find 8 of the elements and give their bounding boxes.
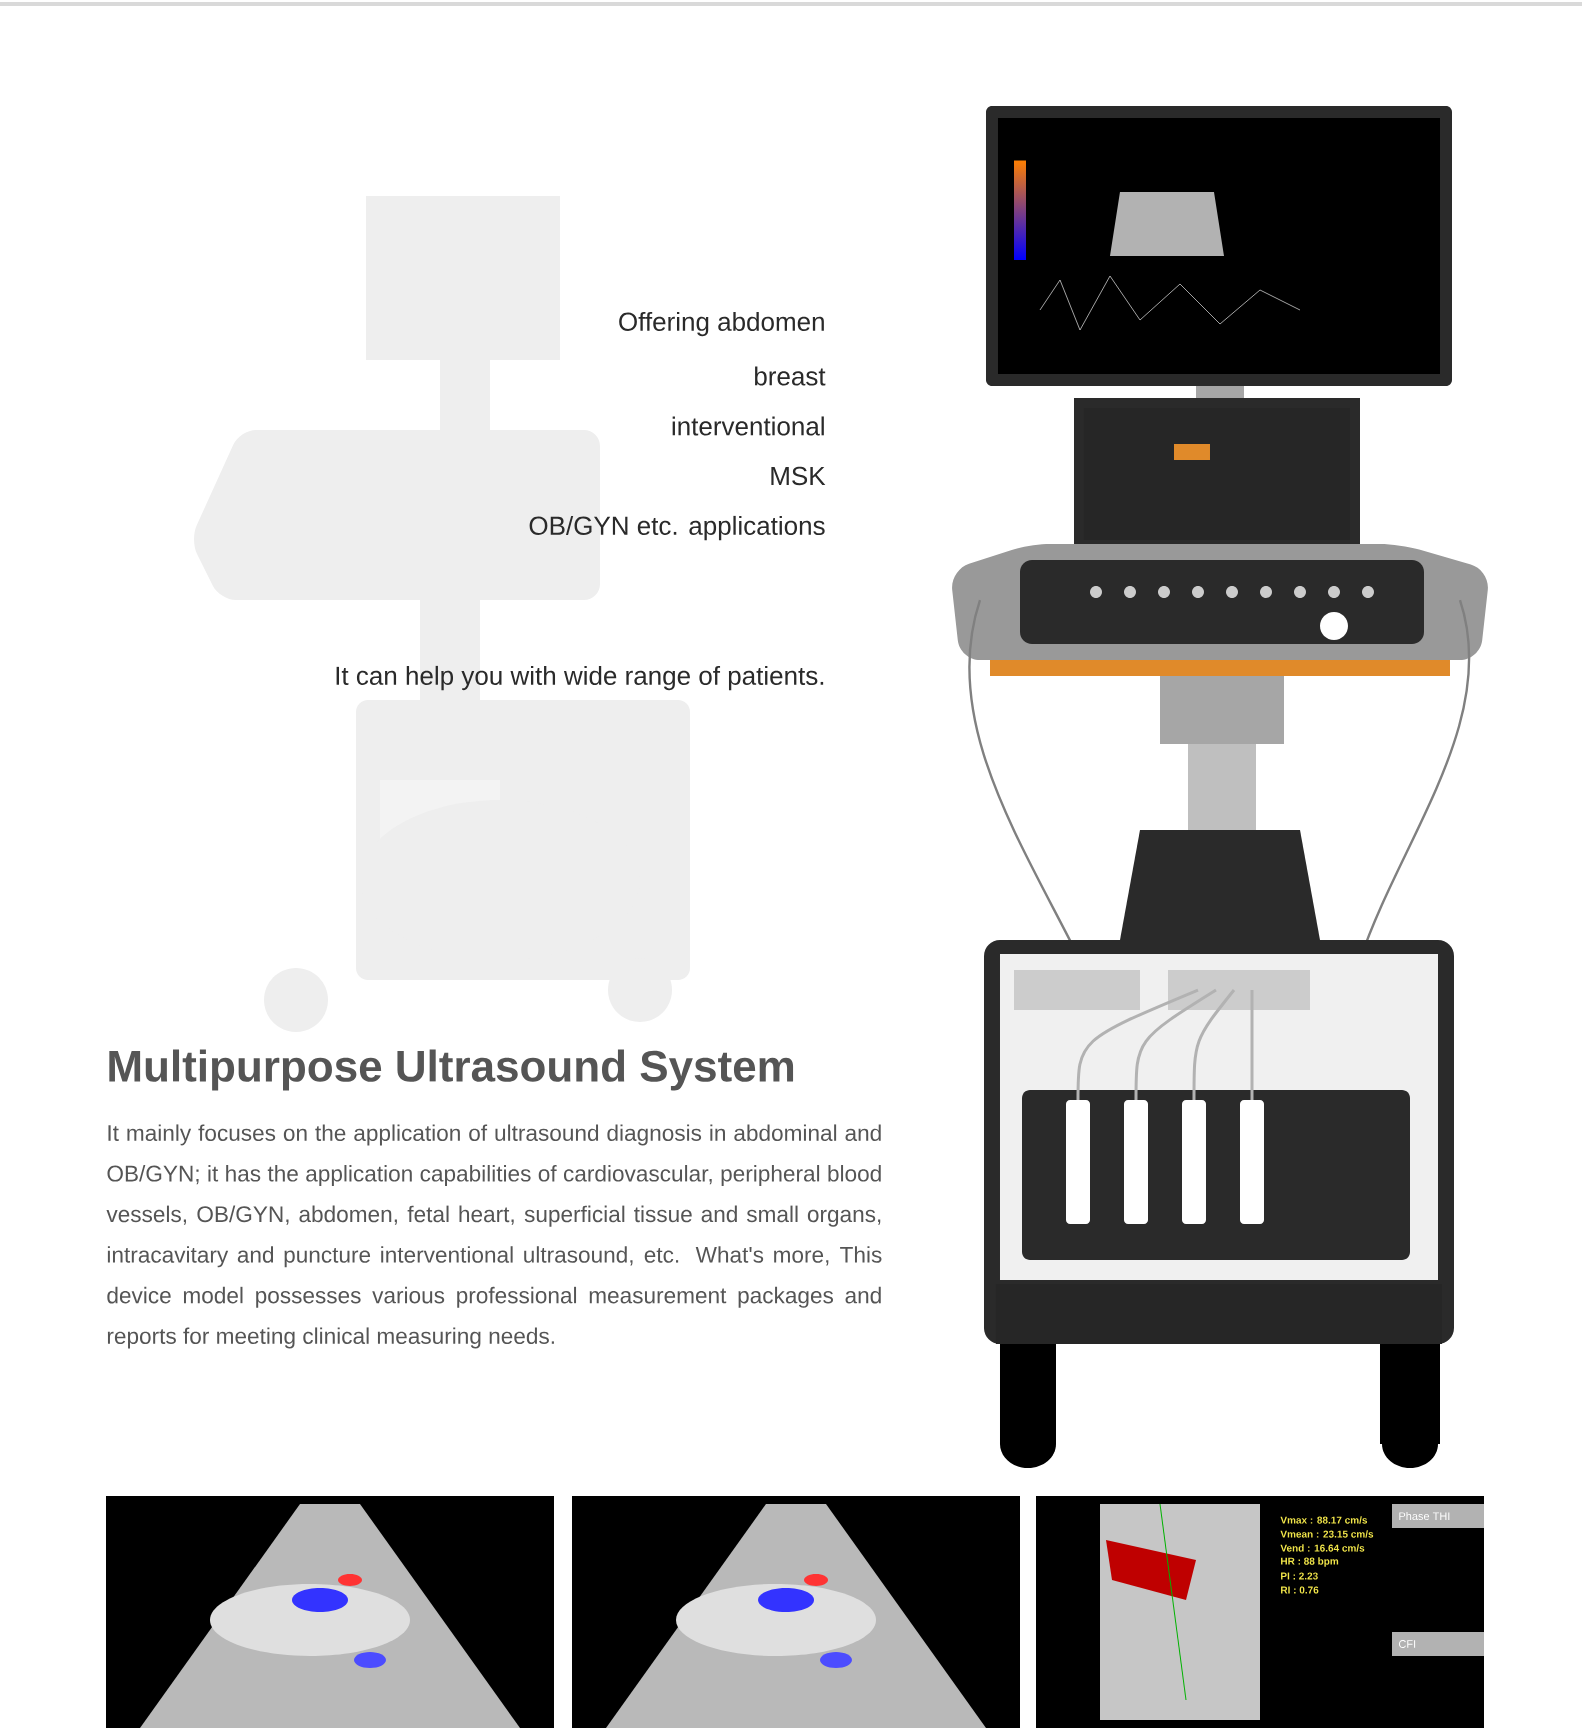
application-text: breast: [755, 366, 826, 386]
description-paragraph: It mainly focuses on the application of ultrasound diagnosis in abdominal and OB/GYN; it has the application capabilities of cardiovascular, peripheral blood vessels, OB/GYN, abdomen, fetal heart, superficial tissue and small organs, intracavitary and puncture interventional ultrasound, etc. What's more, This device model possesses various professional measurement packages and reports for meeting clinical measuring needs.: [106, 1124, 882, 1349]
application-text: MSK: [771, 466, 826, 486]
tagline-text: It can help you with wide range of patients.: [336, 665, 824, 691]
application-text: Offering abdomen: [619, 311, 824, 337]
application-text: OB/GYN etc. applications: [529, 515, 825, 541]
application-text: interventional: [672, 416, 824, 436]
heading: Multipurpose Ultrasound System: [109, 1049, 794, 1091]
